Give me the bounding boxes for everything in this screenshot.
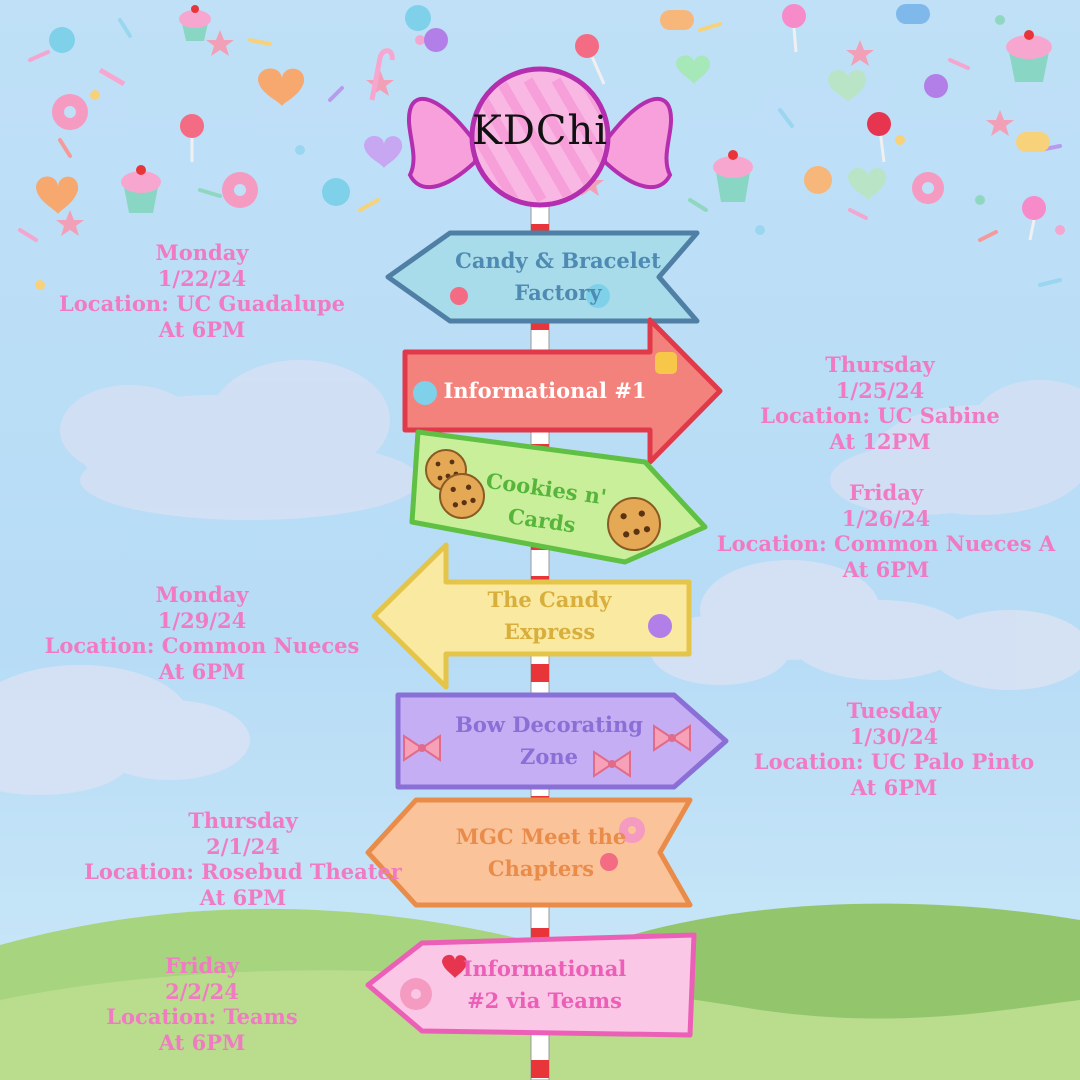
- cloud-right: [830, 380, 1080, 515]
- wrapped-candy-icon: [586, 284, 610, 308]
- candy-cane-icon: [98, 48, 395, 101]
- brand-title: KDChi: [471, 108, 609, 154]
- cupcake-icon: [713, 150, 753, 202]
- event-day: Friday: [848, 480, 924, 505]
- sign-label-line1: MGC Meet the: [455, 823, 627, 849]
- sign-label-informational-2: Informational #2 via Teams: [415, 953, 675, 1017]
- sign-label-line1: Candy & Bracelet: [455, 248, 661, 273]
- event-day: Thursday: [188, 808, 298, 833]
- event-date: 2/1/24: [206, 833, 280, 859]
- sign-informational-1: [402, 317, 723, 465]
- event-time: At 6PM: [842, 556, 930, 582]
- event-day: Friday: [164, 953, 240, 978]
- candy-heart-icon: [442, 954, 468, 978]
- donut-icon: [52, 94, 944, 208]
- bow-icon: [593, 750, 631, 778]
- cotton-candy-icon: [782, 4, 1046, 241]
- cupcake-icon: [179, 5, 211, 41]
- donut-hole: [411, 989, 421, 999]
- event-date: 1/26/24: [841, 505, 931, 531]
- event-location: Location: Teams: [106, 1004, 298, 1029]
- bow-icon: [403, 734, 441, 762]
- event-location: Location: Common Nueces A: [716, 531, 1056, 556]
- sign-label-informational-1: Informational #1: [415, 375, 675, 407]
- event-day: Tuesday: [846, 698, 942, 723]
- candy-topper-icon: [407, 66, 673, 208]
- cloud-lower-left: [0, 665, 250, 795]
- event-date: 1/29/24: [157, 607, 247, 633]
- sign-bow-decorating: [395, 692, 729, 790]
- cloud-left: [60, 360, 420, 520]
- event-time: At 6PM: [850, 774, 938, 800]
- sign-label-line2: #2 via Teams: [467, 988, 622, 1013]
- event-date: 2/2/24: [165, 978, 239, 1004]
- lollipop-icon: [450, 287, 468, 305]
- event-time: At 6PM: [158, 316, 246, 342]
- event-location: Location: UC Sabine: [760, 403, 1000, 428]
- sign-decorations: [400, 284, 691, 1010]
- wrapped-candy-icon: [49, 4, 1050, 206]
- sign-label-line1: Informational: [462, 956, 627, 981]
- cloud-mid-right: [650, 560, 1080, 690]
- event-day: Monday: [155, 582, 249, 607]
- donut-hole: [628, 826, 636, 834]
- wrapped-candy-icon: [648, 614, 672, 638]
- sign-label-line1: Informational #1: [443, 378, 647, 403]
- event-day: Monday: [155, 240, 249, 265]
- cupcake-icon: [121, 165, 161, 213]
- cupcake-icon: [1006, 30, 1052, 82]
- sign-label-line1: Bow Decorating: [455, 712, 643, 737]
- event-location: Location: Common Nueces: [44, 633, 360, 658]
- cookie-icon: [607, 497, 661, 551]
- event-date: 1/30/24: [849, 723, 939, 749]
- wrapped-candy-icon: [413, 381, 437, 405]
- sign-label-line1: The Candy: [487, 587, 612, 612]
- lollipop-icon: [180, 34, 891, 163]
- event-time: At 6PM: [199, 884, 287, 910]
- cookie-icon: [439, 473, 485, 519]
- sign-label-line2: Express: [503, 619, 596, 644]
- candy-heart-icon: [36, 55, 887, 214]
- sprinkles: [18, 18, 1062, 287]
- event-day: Thursday: [825, 352, 935, 377]
- event-time: At 12PM: [829, 428, 931, 454]
- gummy-icon: [655, 352, 677, 374]
- event-time: At 6PM: [158, 658, 246, 684]
- sign-mgc-meet: [365, 797, 693, 908]
- event-location: Location: UC Guadalupe: [59, 291, 345, 316]
- sign-candy-express: [371, 542, 692, 690]
- event-location: Location: Rosebud Theater: [84, 859, 402, 884]
- event-location: Location: UC Palo Pinto: [753, 749, 1035, 774]
- sign-label-line2: Zone: [520, 744, 578, 769]
- event-time: At 6PM: [158, 1029, 246, 1055]
- event-date: 1/22/24: [157, 265, 247, 291]
- sign-label-line2: Chapters: [487, 855, 595, 881]
- lollipop-icon: [600, 853, 618, 871]
- event-date: 1/25/24: [835, 377, 925, 403]
- sign-label-line2: Factory: [514, 280, 602, 305]
- bow-icon: [653, 724, 691, 752]
